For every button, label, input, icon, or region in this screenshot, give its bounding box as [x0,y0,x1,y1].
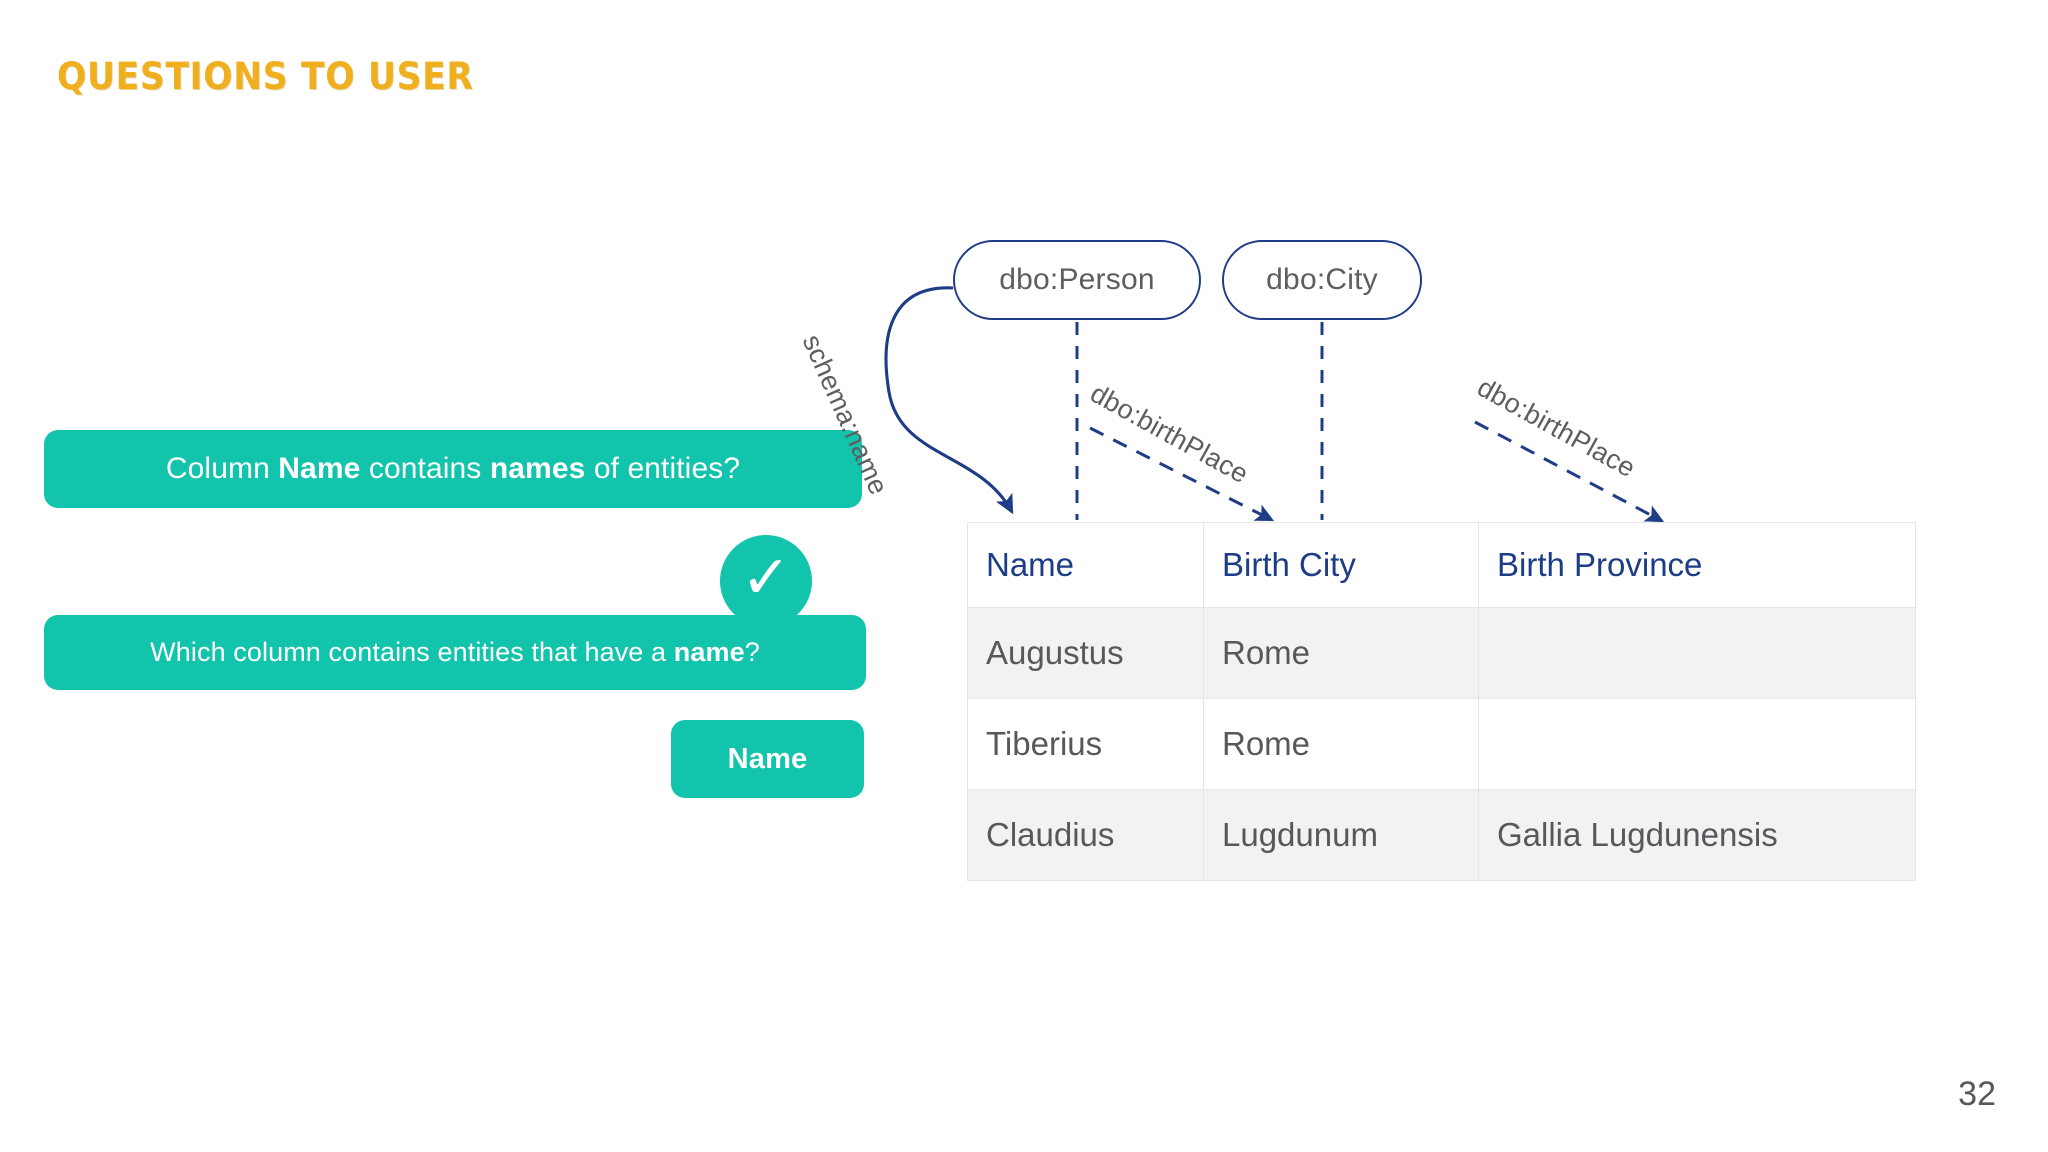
page-number: 32 [1958,1075,1996,1113]
question-2-text: Which column contains entities that have… [150,636,760,670]
cell-birth-province [1478,698,1916,790]
column-header-name: Name [967,522,1204,608]
edge-label-birthplace-province: dbo:birthPlace [1472,372,1641,484]
cell-birth-city: Rome [1203,698,1479,790]
data-table-container: Name Birth City Birth Province Augustus … [967,522,1916,881]
check-icon: ✓ [720,535,812,627]
edge-schema-name-line [884,286,1014,515]
cell-name: Claudius [967,789,1204,881]
q2-suffix: ? [744,636,760,667]
ontology-node-city: dbo:City [1222,240,1422,320]
column-header-birth-province: Birth Province [1478,522,1916,608]
column-header-birth-city: Birth City [1203,522,1479,608]
cell-name: Augustus [967,607,1204,699]
data-table: Name Birth City Birth Province Augustus … [967,522,1916,881]
cell-birth-province: Gallia Lugdunensis [1478,789,1916,881]
ontology-node-person: dbo:Person [953,240,1201,320]
cell-birth-city: Lugdunum [1203,789,1479,881]
answer-pill-name: Name [671,720,864,798]
q2-bold-name: name [673,636,745,667]
question-bubble-1: Column Name contains names of entities? [44,430,862,508]
table-row: Tiberius Rome [967,698,1916,790]
conversation-panel: Column Name contains names of entities? … [44,430,880,798]
cell-name: Tiberius [967,698,1204,790]
q1-bold-name: Name [278,452,361,486]
edge-label-birthplace-city: dbo:birthPlace [1085,378,1254,490]
cell-birth-city: Rome [1203,607,1479,699]
check-glyph: ✓ [740,543,792,613]
q2-prefix: Which column contains entities that have… [150,636,674,667]
table-header-row: Name Birth City Birth Province [967,522,1916,608]
question-1-text: Column Name contains names of entities? [166,450,740,488]
table-row: Augustus Rome [967,607,1916,699]
q1-prefix: Column [165,452,279,486]
table-row: Claudius Lugdunum Gallia Lugdunensis [967,789,1916,881]
q1-bold-names: names [489,452,586,486]
q1-middle: contains [360,452,490,486]
cell-birth-province [1478,607,1916,699]
question-bubble-2: Which column contains entities that have… [44,615,866,690]
q1-suffix: of entities? [585,452,741,486]
page-title: QUESTIONS TO USER [57,55,474,98]
